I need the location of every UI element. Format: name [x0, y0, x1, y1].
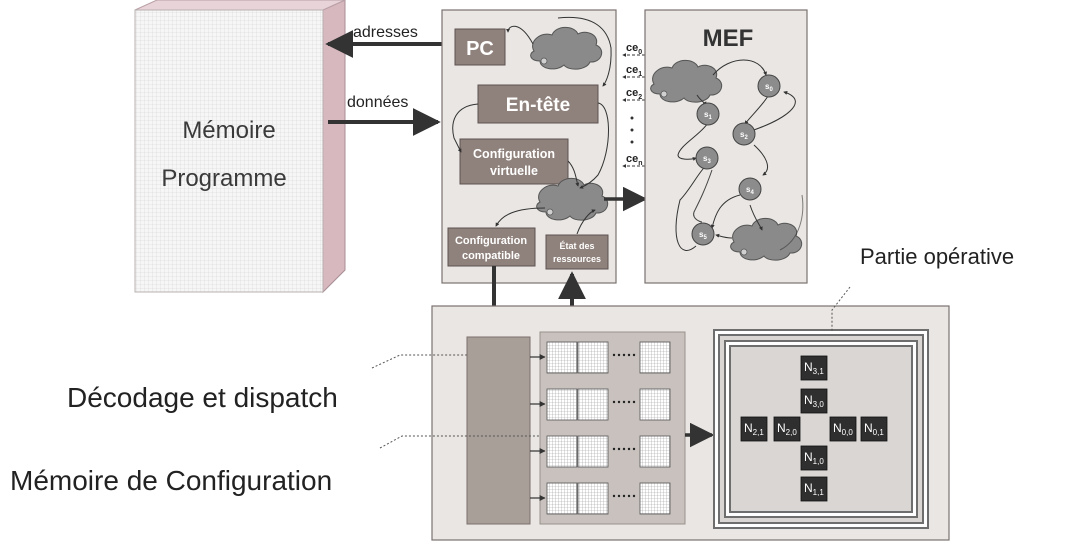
- node-3-1: N3,1: [800, 355, 828, 381]
- node-1-0: N1,0: [800, 445, 828, 471]
- ellipsis-dot: [612, 353, 616, 357]
- ellipsis-dot: [632, 400, 636, 404]
- data-label: données: [347, 94, 408, 111]
- fsm-state-s5: s5: [691, 222, 715, 246]
- ellipsis-dot: [617, 494, 621, 498]
- config-context: [639, 341, 671, 374]
- resource-state-block: [545, 234, 609, 270]
- svg-text:s4: s4: [746, 185, 754, 196]
- decode-dispatch-label: Décodage et dispatch: [67, 382, 338, 413]
- ellipsis-dot: [622, 447, 626, 451]
- ellipsis-dot: [632, 353, 636, 357]
- ellipsis-dot: [612, 447, 616, 451]
- config-context: [639, 435, 671, 468]
- fsm-state-s2: s2: [732, 122, 756, 146]
- ellipsis-dot: [627, 400, 631, 404]
- config-memory-leader: [379, 435, 540, 449]
- ellipsis-dot: [632, 447, 636, 451]
- ellipsis-dot: [632, 494, 636, 498]
- node-label: N3,1: [804, 360, 824, 376]
- node-grid: N3,1N3,0N2,1 N2,0 N0,0 N0,1N1,0N1,1: [740, 355, 888, 502]
- memory-label-line2: Programme: [161, 165, 286, 192]
- fsm-state-s1: s1: [696, 102, 720, 126]
- header-block: [477, 84, 599, 124]
- config-context: [546, 435, 578, 468]
- virtual-config-label-2: virtuelle: [490, 164, 538, 178]
- config-context: [639, 388, 671, 421]
- config-context: [546, 341, 578, 374]
- pc-register: [454, 28, 506, 66]
- config-context: [546, 482, 578, 515]
- fsm-state-s4: s4: [738, 177, 762, 201]
- node-label: N0,1: [864, 421, 884, 437]
- ellipsis-dot: [622, 353, 626, 357]
- ce-signals: ce0 ce1 ce2 cen: [622, 42, 645, 168]
- node-label: N1,0: [804, 450, 824, 466]
- svg-text:s2: s2: [740, 130, 748, 141]
- ellipsis-dot: [627, 353, 631, 357]
- addresses-label: adresses: [353, 24, 418, 41]
- resource-state-label-2: ressources: [553, 254, 601, 264]
- node-label: N3,0: [804, 393, 824, 409]
- svg-text:s1: s1: [704, 110, 712, 121]
- header-label: En-tête: [506, 95, 570, 116]
- config-context: [546, 388, 578, 421]
- ce-2-label: ce2: [626, 87, 642, 101]
- ce-n-label: cen: [626, 153, 643, 167]
- fsm-state-s3: s3: [695, 146, 719, 170]
- node-label: N1,1: [804, 481, 824, 497]
- ellipsis-dot: [612, 400, 616, 404]
- svg-text:s0: s0: [765, 82, 773, 93]
- pc-label: PC: [466, 38, 494, 60]
- ellipsis-dot: [627, 494, 631, 498]
- operative-part-label: Partie opérative: [860, 244, 1014, 269]
- svg-text:s3: s3: [703, 154, 711, 165]
- ce-0-label: ce0: [626, 42, 642, 56]
- fsm-title: MEF: [703, 25, 754, 52]
- ellipsis-dot: [627, 447, 631, 451]
- node-0-0: N0,0: [829, 416, 857, 442]
- node-0-1: N0,1: [860, 416, 888, 442]
- operative-panel: N3,1N3,0N2,1 N2,0 N0,0 N0,1N1,0N1,1: [431, 305, 950, 541]
- node-2-1: N2,1: [740, 416, 768, 442]
- node-1-1: N1,1: [800, 476, 828, 502]
- config-context: [577, 341, 609, 374]
- node-label: N2,0: [777, 421, 797, 437]
- fsm-panel: MEF s0 s1 s2 s3: [644, 9, 808, 284]
- node-3-0: N3,0: [800, 388, 828, 414]
- ellipsis-dot: [612, 494, 616, 498]
- ellipsis-dot: [617, 353, 621, 357]
- ce-1-label: ce1: [626, 64, 642, 78]
- virtual-config-label-1: Configuration: [473, 147, 555, 161]
- operative-leader: [831, 286, 851, 332]
- compatible-config-block: [447, 227, 536, 267]
- ellipsis-dot: [622, 494, 626, 498]
- node-label: N2,1: [744, 421, 764, 437]
- config-memory-rows: [530, 341, 671, 515]
- compat-config-label-1: Configuration: [455, 235, 527, 247]
- decode-dispatch-block: [466, 336, 531, 525]
- config-memory-label: Mémoire de Configuration: [10, 465, 332, 496]
- svg-text:s5: s5: [699, 230, 707, 241]
- node-label: N0,0: [833, 421, 853, 437]
- fsm-state-s0: s0: [757, 74, 781, 98]
- compat-config-label-2: compatible: [462, 250, 520, 262]
- config-context: [577, 388, 609, 421]
- memory-label-line1: Mémoire: [182, 117, 275, 144]
- config-context: [577, 482, 609, 515]
- ellipsis-dot: [617, 447, 621, 451]
- config-context: [639, 482, 671, 515]
- node-2-0: N2,0: [773, 416, 801, 442]
- resource-state-label-1: État des: [559, 241, 594, 251]
- ellipsis-dot: [617, 400, 621, 404]
- controller-panel: PC En-tête Configuration virtuelle Confi…: [441, 9, 617, 284]
- ellipsis-dot: [622, 400, 626, 404]
- program-memory-block: Mémoire Programme: [134, 0, 346, 294]
- config-context: [577, 435, 609, 468]
